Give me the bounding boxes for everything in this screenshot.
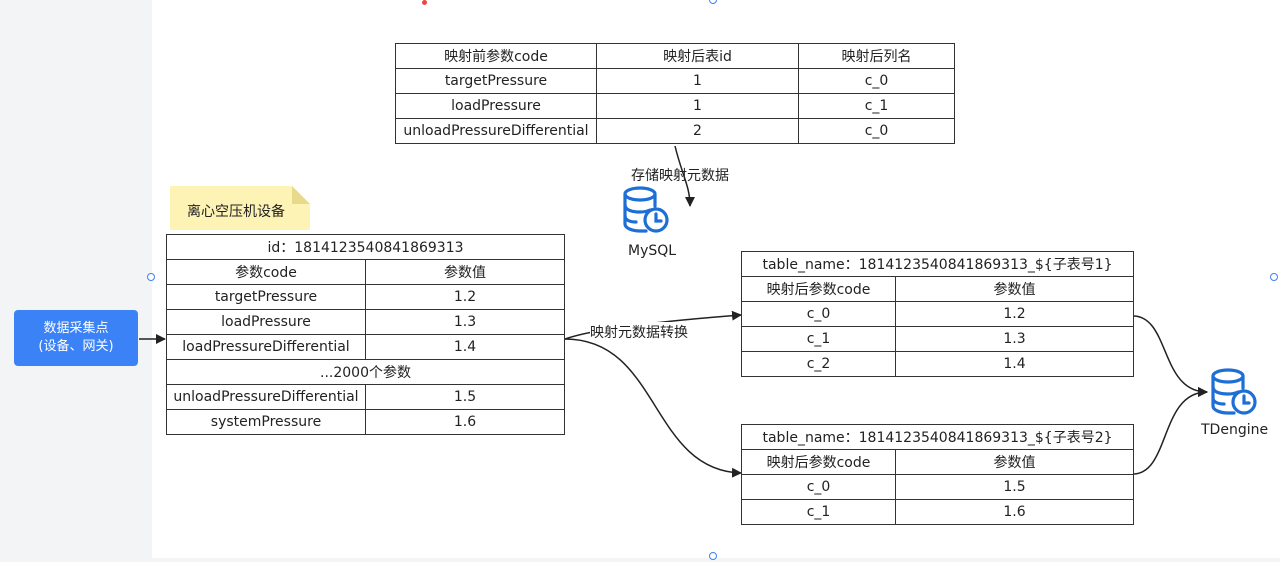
device-id-cell: id：1814123540841869313 <box>165 234 566 260</box>
table-row: loadPressure 1 c_1 <box>395 93 955 119</box>
mapped-value-cell: 1.4 <box>895 351 1134 377</box>
mapping-table-id-cell: 2 <box>596 118 799 144</box>
mapping-code-cell: loadPressure <box>395 93 597 119</box>
selection-handle-left[interactable] <box>147 273 155 281</box>
mapped-value-cell: 1.6 <box>895 499 1134 525</box>
convert-metadata-label: 映射元数据转换 <box>590 322 688 342</box>
store-metadata-label: 存储映射元数据 <box>631 168 729 184</box>
param-value-cell: 1.4 <box>364 334 566 360</box>
mapping-table-id-cell: 1 <box>596 68 799 94</box>
ellipsis-cell: ...2000个参数 <box>165 359 566 385</box>
mapping-code-cell: targetPressure <box>395 68 597 94</box>
sub-table-1-title: table_name：1814123540841869313_${子表号1} <box>741 251 1134 277</box>
mapping-to-mysql-arrow <box>674 145 695 207</box>
device-note-label: 离心空压机设备 <box>187 204 285 220</box>
table-row: targetPressure 1 c_0 <box>395 68 955 94</box>
sub-table-1[interactable]: table_name：1814123540841869313_${子表号1} 映… <box>741 251 1134 377</box>
device-note[interactable]: 离心空压机设备 <box>170 186 310 230</box>
mapped-value-cell: 1.3 <box>895 326 1134 352</box>
table1-to-tdengine-arrow <box>1132 315 1208 397</box>
selection-handle-right[interactable] <box>1270 273 1278 281</box>
sub-table-2[interactable]: table_name：1814123540841869313_${子表号2} 映… <box>741 424 1134 525</box>
mapped-code-cell: c_1 <box>741 499 896 525</box>
source-node-line2: (设备、网关) <box>38 339 114 354</box>
mapping-column-cell: c_0 <box>798 68 955 94</box>
header-source-code: 映射前参数code <box>395 43 597 69</box>
mapped-code-cell: c_1 <box>741 326 896 352</box>
data-collection-point-node[interactable]: 数据采集点 (设备、网关) <box>14 310 138 366</box>
table-row: c_1 1.6 <box>741 499 1134 525</box>
mapping-table-id-cell: 1 <box>596 93 799 119</box>
param-code-cell: loadPressureDifferential <box>166 334 366 360</box>
header-mapped-code: 映射后参数code <box>741 449 896 475</box>
header-target-table-id: 映射后表id <box>596 43 799 69</box>
tdengine-label: TDengine <box>1201 422 1269 438</box>
mapped-value-cell: 1.5 <box>895 474 1134 500</box>
mysql-label: MySQL <box>628 243 677 259</box>
mapped-code-cell: c_0 <box>741 474 896 500</box>
table-row: unloadPressureDifferential 2 c_0 <box>395 118 955 144</box>
param-value-cell: 1.6 <box>364 409 566 435</box>
convert-to-table2-arrow <box>564 338 742 478</box>
header-target-column: 映射后列名 <box>798 43 955 69</box>
database-clock-icon <box>623 186 669 233</box>
mapped-value-cell: 1.2 <box>895 301 1134 327</box>
table-row: c_0 1.5 <box>741 474 1134 500</box>
table-row: loadPressure 1.3 <box>166 309 566 335</box>
selection-handle-bottom[interactable] <box>709 552 717 560</box>
table-row: ...2000个参数 <box>165 359 566 385</box>
table-row: loadPressureDifferential 1.4 <box>166 334 566 360</box>
header-mapped-code: 映射后参数code <box>741 276 896 302</box>
mapping-metadata-table[interactable]: 映射前参数code 映射后表id 映射后列名 targetPressure 1 … <box>395 43 955 144</box>
sub-table-2-title: table_name：1814123540841869313_${子表号2} <box>741 424 1134 450</box>
param-value-cell: 1.2 <box>364 284 566 310</box>
header-value: 参数值 <box>895 449 1134 475</box>
table-row: c_2 1.4 <box>741 351 1134 377</box>
mapping-column-cell: c_0 <box>798 118 955 144</box>
param-code-cell: targetPressure <box>166 284 366 310</box>
table-row: c_1 1.3 <box>741 326 1134 352</box>
mapping-code-cell: unloadPressureDifferential <box>395 118 597 144</box>
table2-to-tdengine-arrow <box>1132 387 1208 475</box>
param-code-cell: systemPressure <box>166 409 366 435</box>
mapped-code-cell: c_0 <box>741 301 896 327</box>
param-code-cell: loadPressure <box>166 309 366 335</box>
param-value-cell: 1.3 <box>364 309 566 335</box>
cursor-dot <box>422 0 427 5</box>
device-parameter-table[interactable]: id：1814123540841869313 参数code 参数值 target… <box>165 234 566 435</box>
param-code-cell: unloadPressureDifferential <box>166 384 366 410</box>
table-row: c_0 1.2 <box>741 301 1134 327</box>
header-param-code: 参数code <box>166 259 366 285</box>
mapped-code-cell: c_2 <box>741 351 896 377</box>
table-row: targetPressure 1.2 <box>166 284 566 310</box>
database-clock-icon <box>1211 368 1257 415</box>
header-param-value: 参数值 <box>364 259 566 285</box>
table-row: unloadPressureDifferential 1.5 <box>166 384 566 410</box>
header-value: 参数值 <box>895 276 1134 302</box>
param-value-cell: 1.5 <box>364 384 566 410</box>
note-shape <box>170 186 310 230</box>
mapping-column-cell: c_1 <box>798 93 955 119</box>
table-row: systemPressure 1.6 <box>166 409 566 435</box>
source-node-line1: 数据采集点 <box>43 321 109 336</box>
